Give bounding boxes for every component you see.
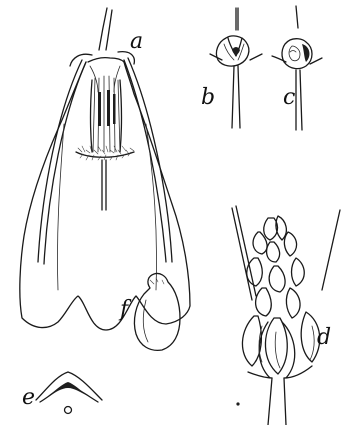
figure-d-spike	[232, 206, 340, 425]
figure-a-bell-flower	[20, 8, 190, 330]
label-a: a	[130, 29, 143, 54]
figure-f-seed	[134, 273, 180, 350]
label-f: f	[118, 297, 132, 322]
figure-e-cross-section	[36, 372, 102, 414]
figure-c-bud-section	[272, 6, 322, 130]
label-d: d	[317, 325, 331, 350]
label-e: e	[22, 385, 35, 410]
stray-dot	[236, 402, 239, 405]
figure-b-bud	[210, 8, 262, 128]
label-b: b	[201, 85, 215, 110]
label-c: c	[283, 85, 295, 110]
